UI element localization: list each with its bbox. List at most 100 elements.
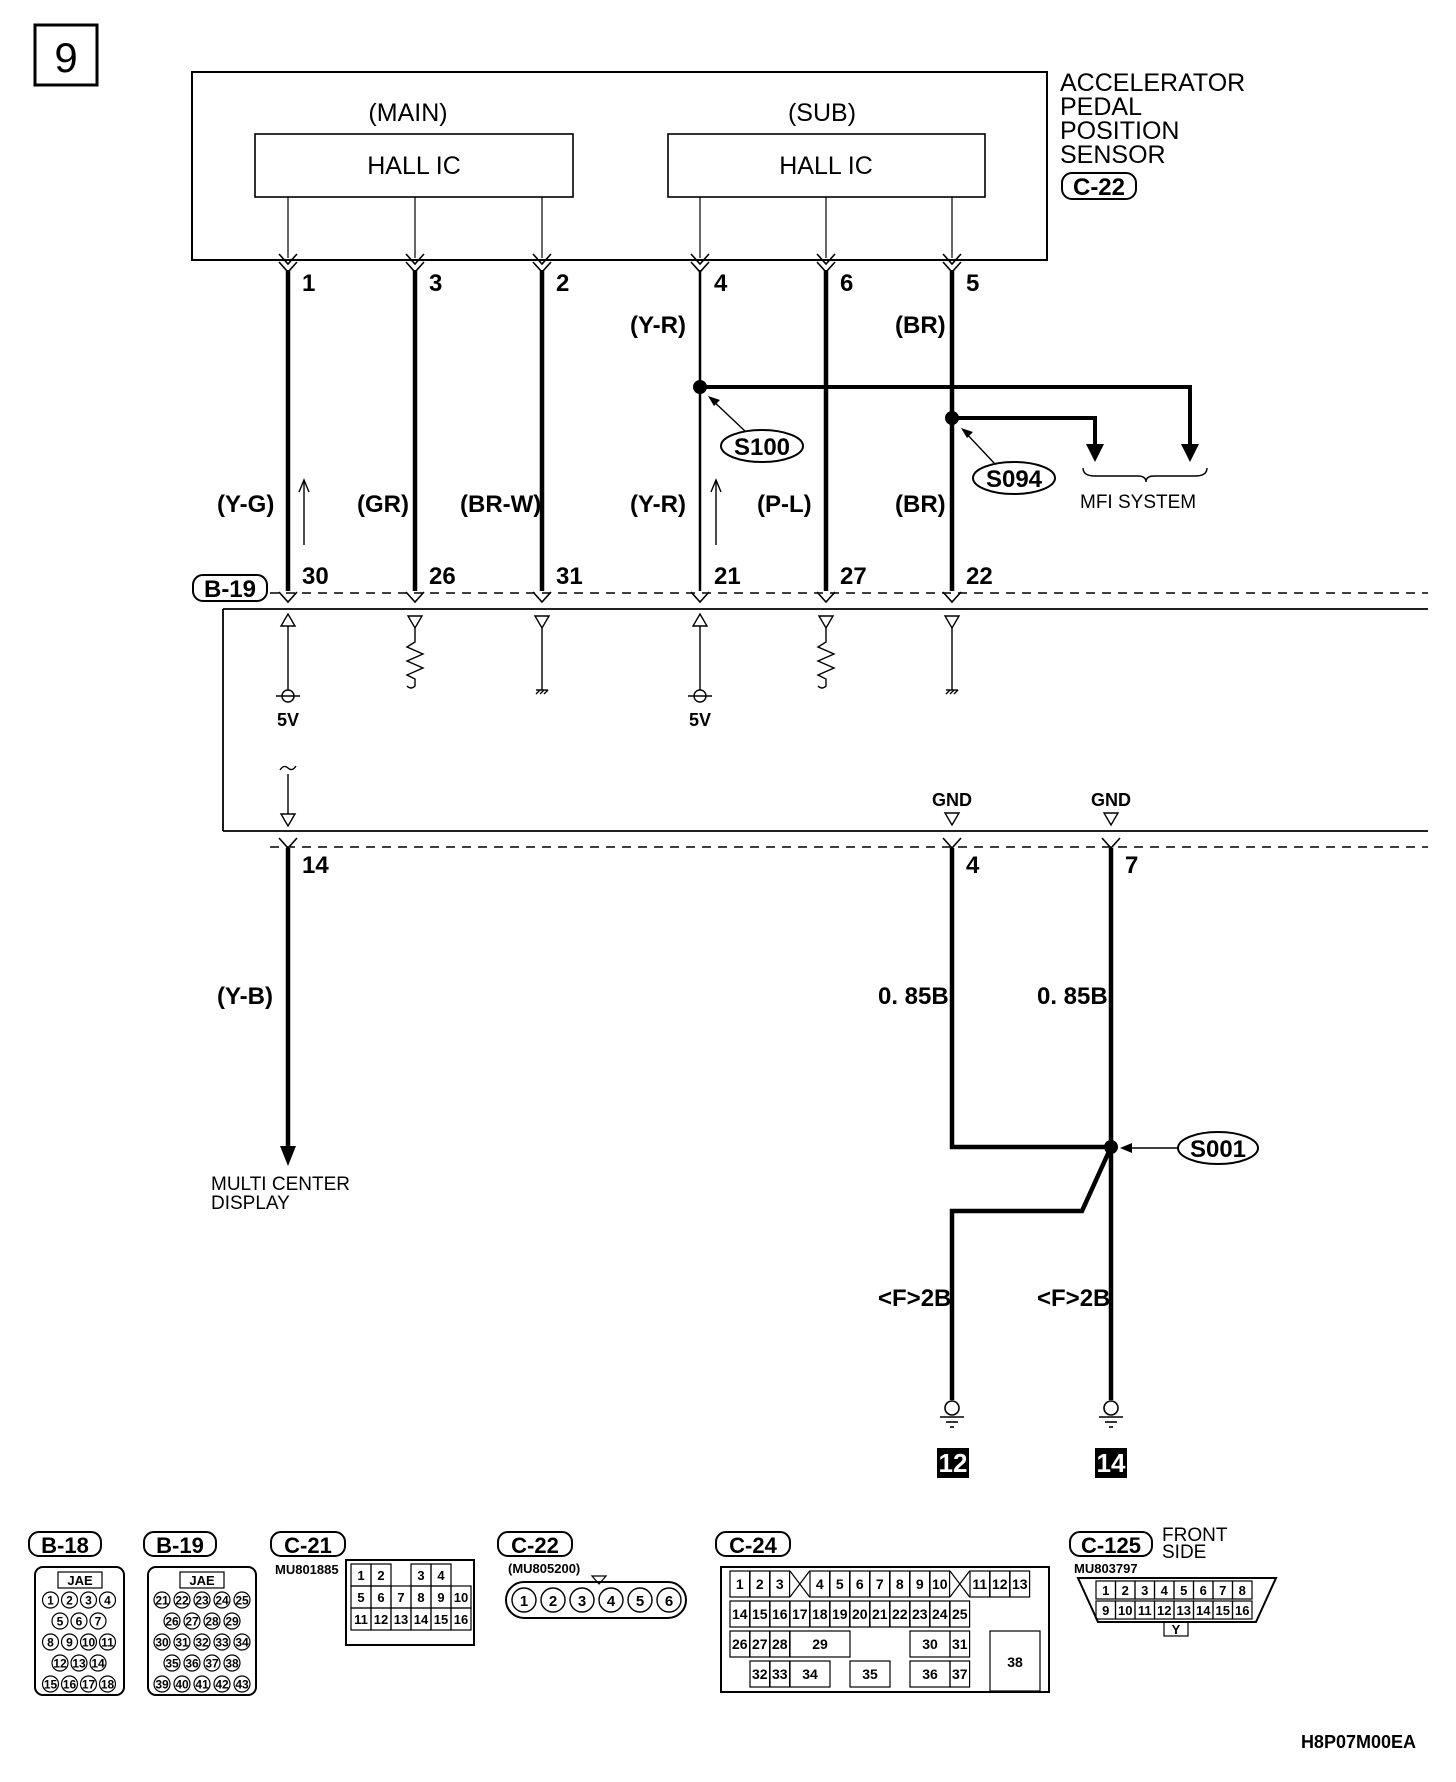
pin-cavity — [193, 1675, 211, 1693]
pin-cavity — [233, 1591, 251, 1609]
svg-text:FRONT: FRONT — [1162, 1525, 1228, 1546]
pin-cavity — [41, 1633, 60, 1651]
pin-number: 24 — [215, 1594, 229, 1608]
page-number: 9 — [33, 23, 99, 87]
splice-s094: S094 — [961, 428, 1056, 495]
svg-text:GND: GND — [932, 790, 972, 810]
pin-number: 6 — [1200, 1583, 1207, 1598]
pin-number: 3 — [578, 1593, 586, 1610]
svg-text:(Y-R): (Y-R) — [630, 491, 686, 518]
pin-number: 7 — [876, 1576, 884, 1592]
pin-number: 4 — [437, 1568, 445, 1583]
svg-text:(BR): (BR) — [895, 491, 946, 518]
pin-number: 8 — [417, 1590, 424, 1605]
pin-number: 4 — [607, 1593, 616, 1610]
pin-number: 37 — [952, 1666, 968, 1682]
svg-text:DISPLAY: DISPLAY — [211, 1193, 290, 1214]
svg-text:B-18: B-18 — [41, 1533, 89, 1558]
pin-number: 4 — [1161, 1583, 1169, 1598]
lower-wire-labels: (Y-B) 0. 85B 0. 85B <F>2B <F>2B — [217, 983, 1110, 1312]
svg-text:21: 21 — [714, 563, 741, 590]
pin-number: 23 — [195, 1594, 209, 1608]
pin-cavity — [1231, 1580, 1253, 1600]
pin-number: 37 — [205, 1657, 219, 1671]
pin-number: 42 — [215, 1678, 229, 1692]
pin-number: 36 — [185, 1657, 199, 1671]
pin-cavity — [98, 1591, 117, 1609]
pin-number: 29 — [225, 1615, 239, 1629]
svg-text:9: 9 — [54, 34, 77, 81]
svg-text:C-125: C-125 — [1081, 1533, 1141, 1558]
svg-text:14: 14 — [302, 852, 329, 879]
diagram-code: H8P07M00EA — [1301, 1732, 1416, 1752]
svg-text:(P-L): (P-L) — [757, 491, 812, 518]
pin-number: 8 — [47, 1636, 54, 1650]
svg-text:5V: 5V — [277, 710, 299, 730]
hall-ic-sub: HALL IC — [779, 152, 873, 180]
pin-cavity — [98, 1675, 117, 1693]
pin-number: 15 — [1216, 1603, 1230, 1618]
ground-symbols — [940, 1400, 1123, 1428]
pin-cavity — [213, 1633, 231, 1651]
pin-number: 10 — [1118, 1603, 1132, 1618]
pin-cavity — [949, 1630, 971, 1658]
svg-text:0. 85B: 0. 85B — [878, 983, 949, 1010]
pin-number: 2 — [1122, 1583, 1129, 1598]
pin-cavity — [223, 1654, 241, 1672]
pin-number: 9 — [916, 1576, 924, 1592]
svg-text:S094: S094 — [986, 466, 1043, 493]
svg-text:(Y-G): (Y-G) — [217, 491, 274, 518]
svg-text:6: 6 — [840, 270, 853, 297]
pin-cavity — [233, 1633, 251, 1651]
pin-number: 5 — [1180, 1583, 1187, 1598]
pin-number: 7 — [95, 1615, 102, 1629]
pin-cavity — [79, 1633, 98, 1651]
pin-number: 8 — [1239, 1583, 1246, 1598]
pin-number: 5 — [57, 1615, 64, 1629]
svg-text:27: 27 — [840, 563, 867, 590]
signal-arrows — [298, 478, 722, 545]
pin-number: 3 — [1141, 1583, 1148, 1598]
pin-number: 3 — [417, 1568, 424, 1583]
svg-text:4: 4 — [714, 270, 728, 297]
sensor-block: (MAIN) (SUB) HALL IC HALL IC — [191, 71, 1048, 261]
pin-number: 32 — [195, 1636, 209, 1650]
pin-number: 6 — [377, 1590, 384, 1605]
pin-cavity — [89, 1654, 107, 1672]
sensor-leads — [287, 197, 953, 258]
sensor-pin-numbers: 1 3 2 4 6 5 — [302, 270, 979, 297]
pin-cavity — [949, 1600, 971, 1628]
pin-number: 1 — [357, 1568, 364, 1583]
ecu-labels: 5V 5V GND GND — [277, 710, 1131, 810]
pin-number: 29 — [812, 1636, 828, 1652]
pin-number: 15 — [752, 1606, 768, 1622]
pin-number: 8 — [896, 1576, 904, 1592]
pin-number: 38 — [225, 1657, 239, 1671]
ecu-top-pin-marks — [278, 591, 962, 604]
pin-number: 22 — [175, 1594, 189, 1608]
pin-cavity — [163, 1612, 181, 1630]
pin-cavity — [233, 1675, 251, 1693]
pin-number: 14 — [91, 1657, 105, 1671]
pin-number: 43 — [235, 1678, 249, 1692]
pin-number: 40 — [175, 1678, 189, 1692]
svg-text:<F>2B: <F>2B — [1037, 1285, 1110, 1312]
sensor-title: ACCELERATOR PEDAL POSITION SENSOR C-22 — [1060, 69, 1245, 201]
svg-text:GND: GND — [1091, 790, 1131, 810]
sensor-pin-marks — [278, 253, 962, 274]
pin-number: 12 — [992, 1576, 1008, 1592]
pin-cavity — [60, 1675, 79, 1693]
pin-number: 1 — [736, 1576, 744, 1592]
svg-text:22: 22 — [966, 563, 993, 590]
pin-number: 15 — [44, 1678, 58, 1692]
pin-number: 22 — [892, 1606, 908, 1622]
ecu-connector-label: B-19 — [192, 574, 268, 603]
svg-text:14: 14 — [1097, 1448, 1126, 1478]
pin-number: 10 — [454, 1590, 468, 1605]
pin-number: 33 — [215, 1636, 229, 1650]
pin-number: 19 — [832, 1606, 848, 1622]
